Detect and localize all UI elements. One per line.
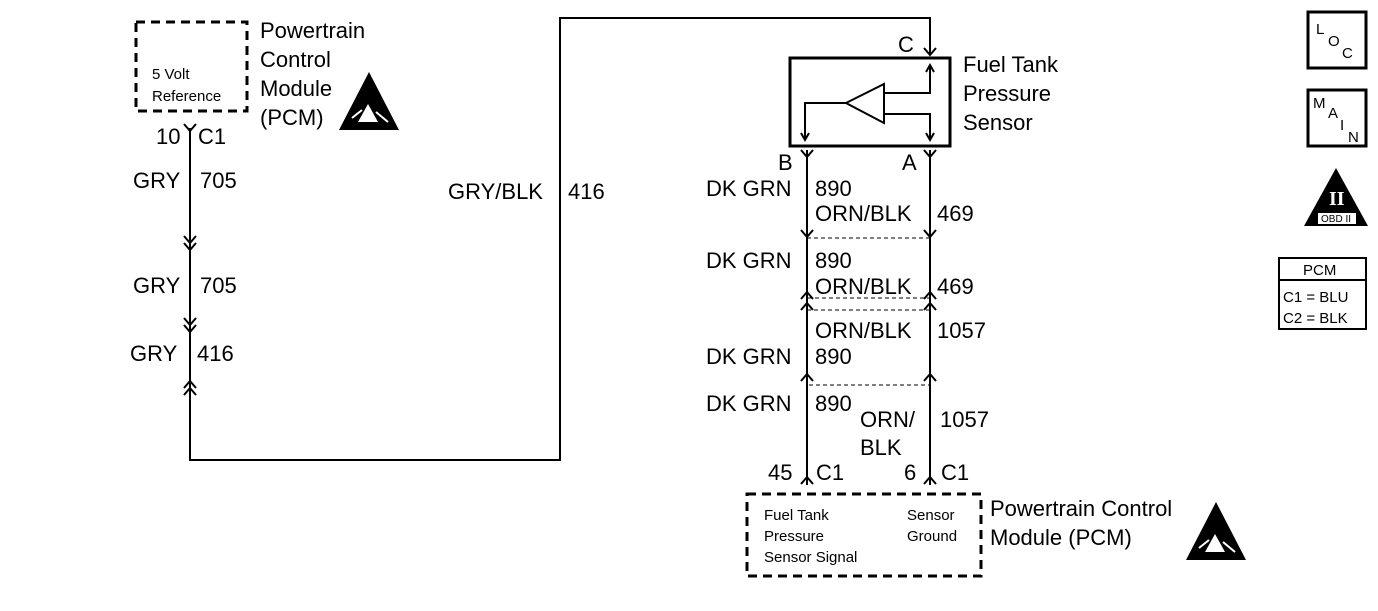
seg3-a-color: ORN/BLK [815,318,912,343]
pcm-bottom-title-line1: Powertrain Control [990,496,1172,521]
main-letter-2: A [1328,105,1338,122]
sensor-title-line1: Fuel Tank [963,52,1059,77]
main-letter-1: M [1313,95,1326,112]
pcm-top-title-line4: (PCM) [260,105,324,130]
sensor-title-line2: Pressure [963,81,1051,106]
pcm-bottom-connector-signal: C1 [816,460,844,485]
sensor-pin-a: A [902,150,917,175]
inline-connector-1 [183,235,197,252]
loc-icon[interactable]: L O C [1306,10,1368,70]
left-wire1-color: GRY [133,168,181,193]
loop-wire-circuit: 416 [568,179,605,204]
sensor-c-chevron [923,47,937,57]
seg4-a-color-line1: ORN/ [860,407,916,432]
seg2-b-color: DK GRN [706,248,792,273]
loc-letter-2: O [1328,33,1340,50]
main-icon[interactable]: M A I N [1306,88,1368,148]
seg3-b-color: DK GRN [706,344,792,369]
main-letter-4: N [1348,129,1359,146]
pcm-bottom-signal-line3: Sensor Signal [764,549,857,566]
pcm-bottom-chevrons [800,475,937,485]
loc-letter-1: L [1316,21,1324,38]
esd-warning-icon [339,72,399,130]
pcm-connector-table: PCM C1 = BLU C2 = BLK [1278,257,1367,330]
seg1-a-color: ORN/BLK [815,201,912,226]
seg4-b-color: DK GRN [706,391,792,416]
sensor-amplifier-icon [800,62,935,143]
pcm-bottom-signal-line2: Pressure [764,528,824,545]
loc-letter-3: C [1342,45,1353,62]
seg1-b-color: DK GRN [706,176,792,201]
seg4-a-circuit: 1057 [940,407,989,432]
obd-ii-icon[interactable]: II OBD II [1304,168,1368,226]
sensor-pin-chevrons [800,149,937,159]
pcm-bottom-pin-ground: 6 [904,460,916,485]
wire-416-loop [189,17,931,461]
pcm-table-title: PCM [1303,262,1336,279]
conn2-top-chevrons [800,301,937,311]
fuel-tank-pressure-sensor-box [788,56,952,148]
pcm-top-ref-line1: 5 Volt [152,66,190,83]
pcm-bottom-connector-ground: C1 [941,460,969,485]
pcm-table-row-1: C1 = BLU [1283,289,1348,306]
left-wire2-color: GRY [133,273,181,298]
pcm-top-pin: 10 [156,124,180,149]
conn2-bottom-chevrons [800,372,937,382]
obd-text: OBD II [1321,214,1351,225]
pcm-bottom-ground-line2: Ground [907,528,957,545]
pcm-bottom-title-line2: Module (PCM) [990,525,1132,550]
seg2-b-circuit: 890 [815,248,852,273]
loop-wire-color: GRY/BLK [448,179,543,204]
inline-connector-3 [183,379,197,396]
connector-chevron [183,123,197,133]
seg2-a-color: ORN/BLK [815,274,912,299]
seg1-a-circuit: 469 [937,201,974,226]
pcm-top-title-line3: Module [260,76,332,101]
pcm-bottom-ground-line1: Sensor [907,507,955,524]
seg3-a-circuit: 1057 [937,318,986,343]
obd-roman: II [1329,188,1345,210]
esd-warning-icon [1186,502,1246,560]
pcm-top-connector: C1 [198,124,226,149]
pcm-top-box [134,20,249,113]
left-wire1-circuit: 705 [200,168,237,193]
left-wire3-circuit: 416 [197,341,234,366]
inline-connector-2 [183,317,197,334]
seg4-a-color-line2: BLK [860,435,902,460]
inline-connector-box-1 [806,237,931,299]
pcm-top-title-line2: Control [260,47,331,72]
sensor-pin-c: C [898,32,914,57]
seg1-b-circuit: 890 [815,176,852,201]
conn1-bottom-chevrons [800,290,937,300]
seg4-b-circuit: 890 [815,391,852,416]
pcm-bottom-box [745,492,983,578]
pcm-top-ref-line2: Reference [152,88,221,105]
pcm-bottom-signal-line1: Fuel Tank [764,507,829,524]
left-wire2-circuit: 705 [200,273,237,298]
sensor-title-line3: Sensor [963,110,1033,135]
inline-connector-box-2 [806,309,931,386]
seg2-a-circuit: 469 [937,274,974,299]
pcm-bottom-pin-signal: 45 [768,460,792,485]
main-letter-3: I [1340,117,1344,134]
pcm-top-title-line1: Powertrain [260,18,365,43]
seg3-b-circuit: 890 [815,344,852,369]
conn1-top-chevrons [800,229,937,239]
left-wire3-color: GRY [130,341,178,366]
sensor-pin-b: B [778,150,793,175]
pcm-table-row-2: C2 = BLK [1283,310,1348,327]
